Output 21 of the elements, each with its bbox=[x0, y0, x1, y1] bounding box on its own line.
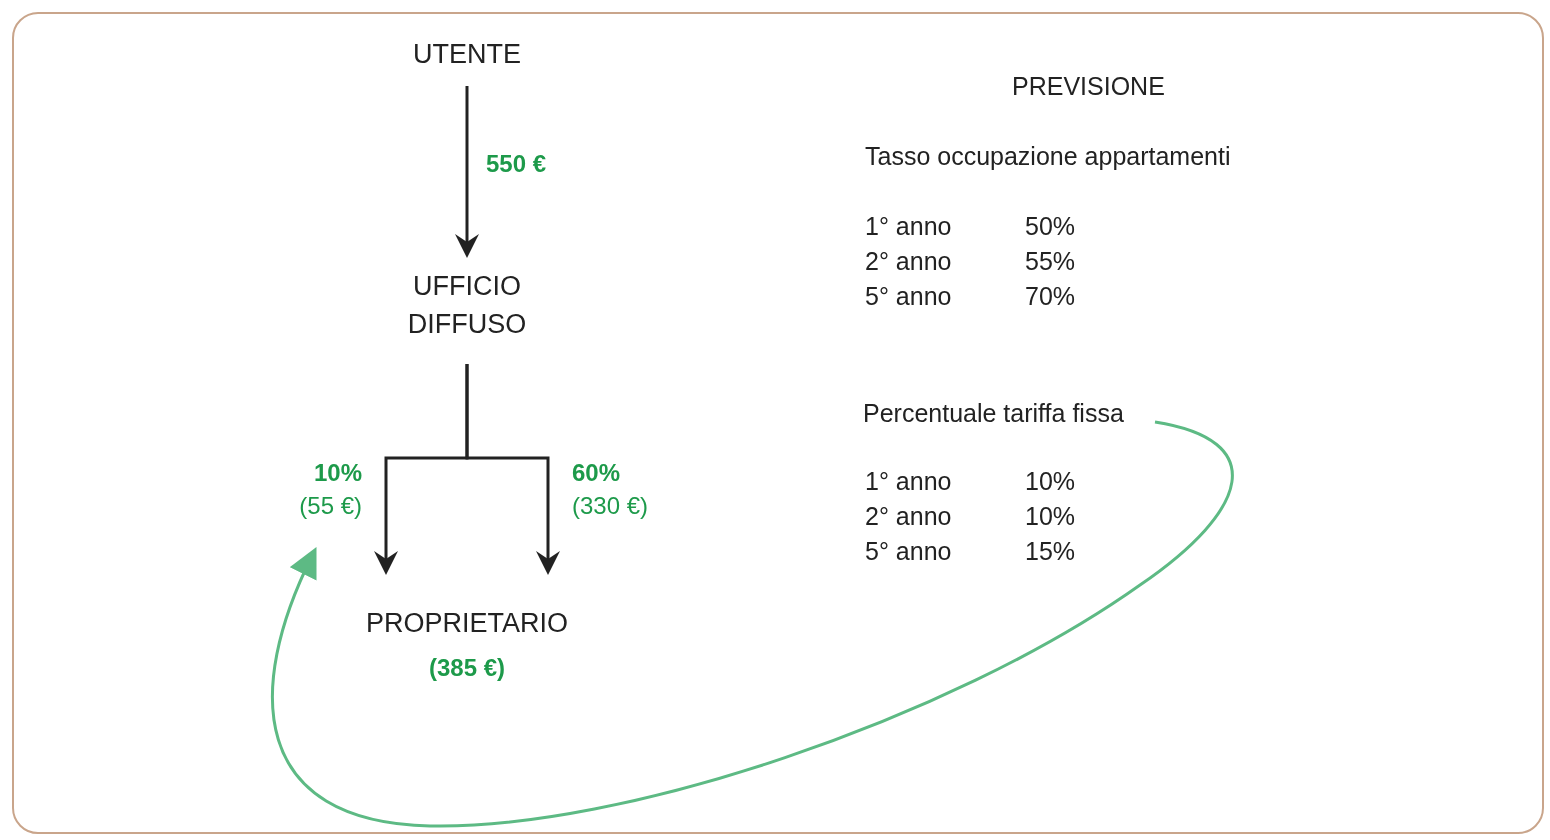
arrow bbox=[271, 420, 1234, 828]
arrow bbox=[455, 86, 479, 258]
table-text: Tasso occupazione appartamenti bbox=[865, 142, 1231, 171]
amount-label: (385 €) bbox=[427, 653, 506, 683]
table-text: 2° anno bbox=[865, 247, 952, 276]
table-text: 50% bbox=[1025, 212, 1076, 241]
table-text: 10% bbox=[1025, 502, 1076, 531]
table-text: 10% bbox=[1025, 467, 1076, 496]
table-text: 1° anno bbox=[865, 467, 952, 496]
table-text: 55% bbox=[1025, 247, 1076, 276]
table-text: 5° anno bbox=[865, 537, 952, 566]
table-text: 70% bbox=[1025, 282, 1076, 311]
node-label: Percentuale tariffa fissa bbox=[863, 396, 1163, 432]
node-label: UFFICIO DIFFUSO bbox=[387, 268, 547, 344]
arrow bbox=[465, 364, 560, 575]
table-text: 15% bbox=[1025, 537, 1076, 566]
table-text: 1° anno bbox=[865, 212, 952, 241]
table-text: 5° anno bbox=[865, 282, 952, 311]
table-text: 2° anno bbox=[865, 502, 952, 531]
node-label: UTENTE bbox=[387, 36, 547, 74]
table-text: PREVISIONE bbox=[1012, 72, 1165, 101]
